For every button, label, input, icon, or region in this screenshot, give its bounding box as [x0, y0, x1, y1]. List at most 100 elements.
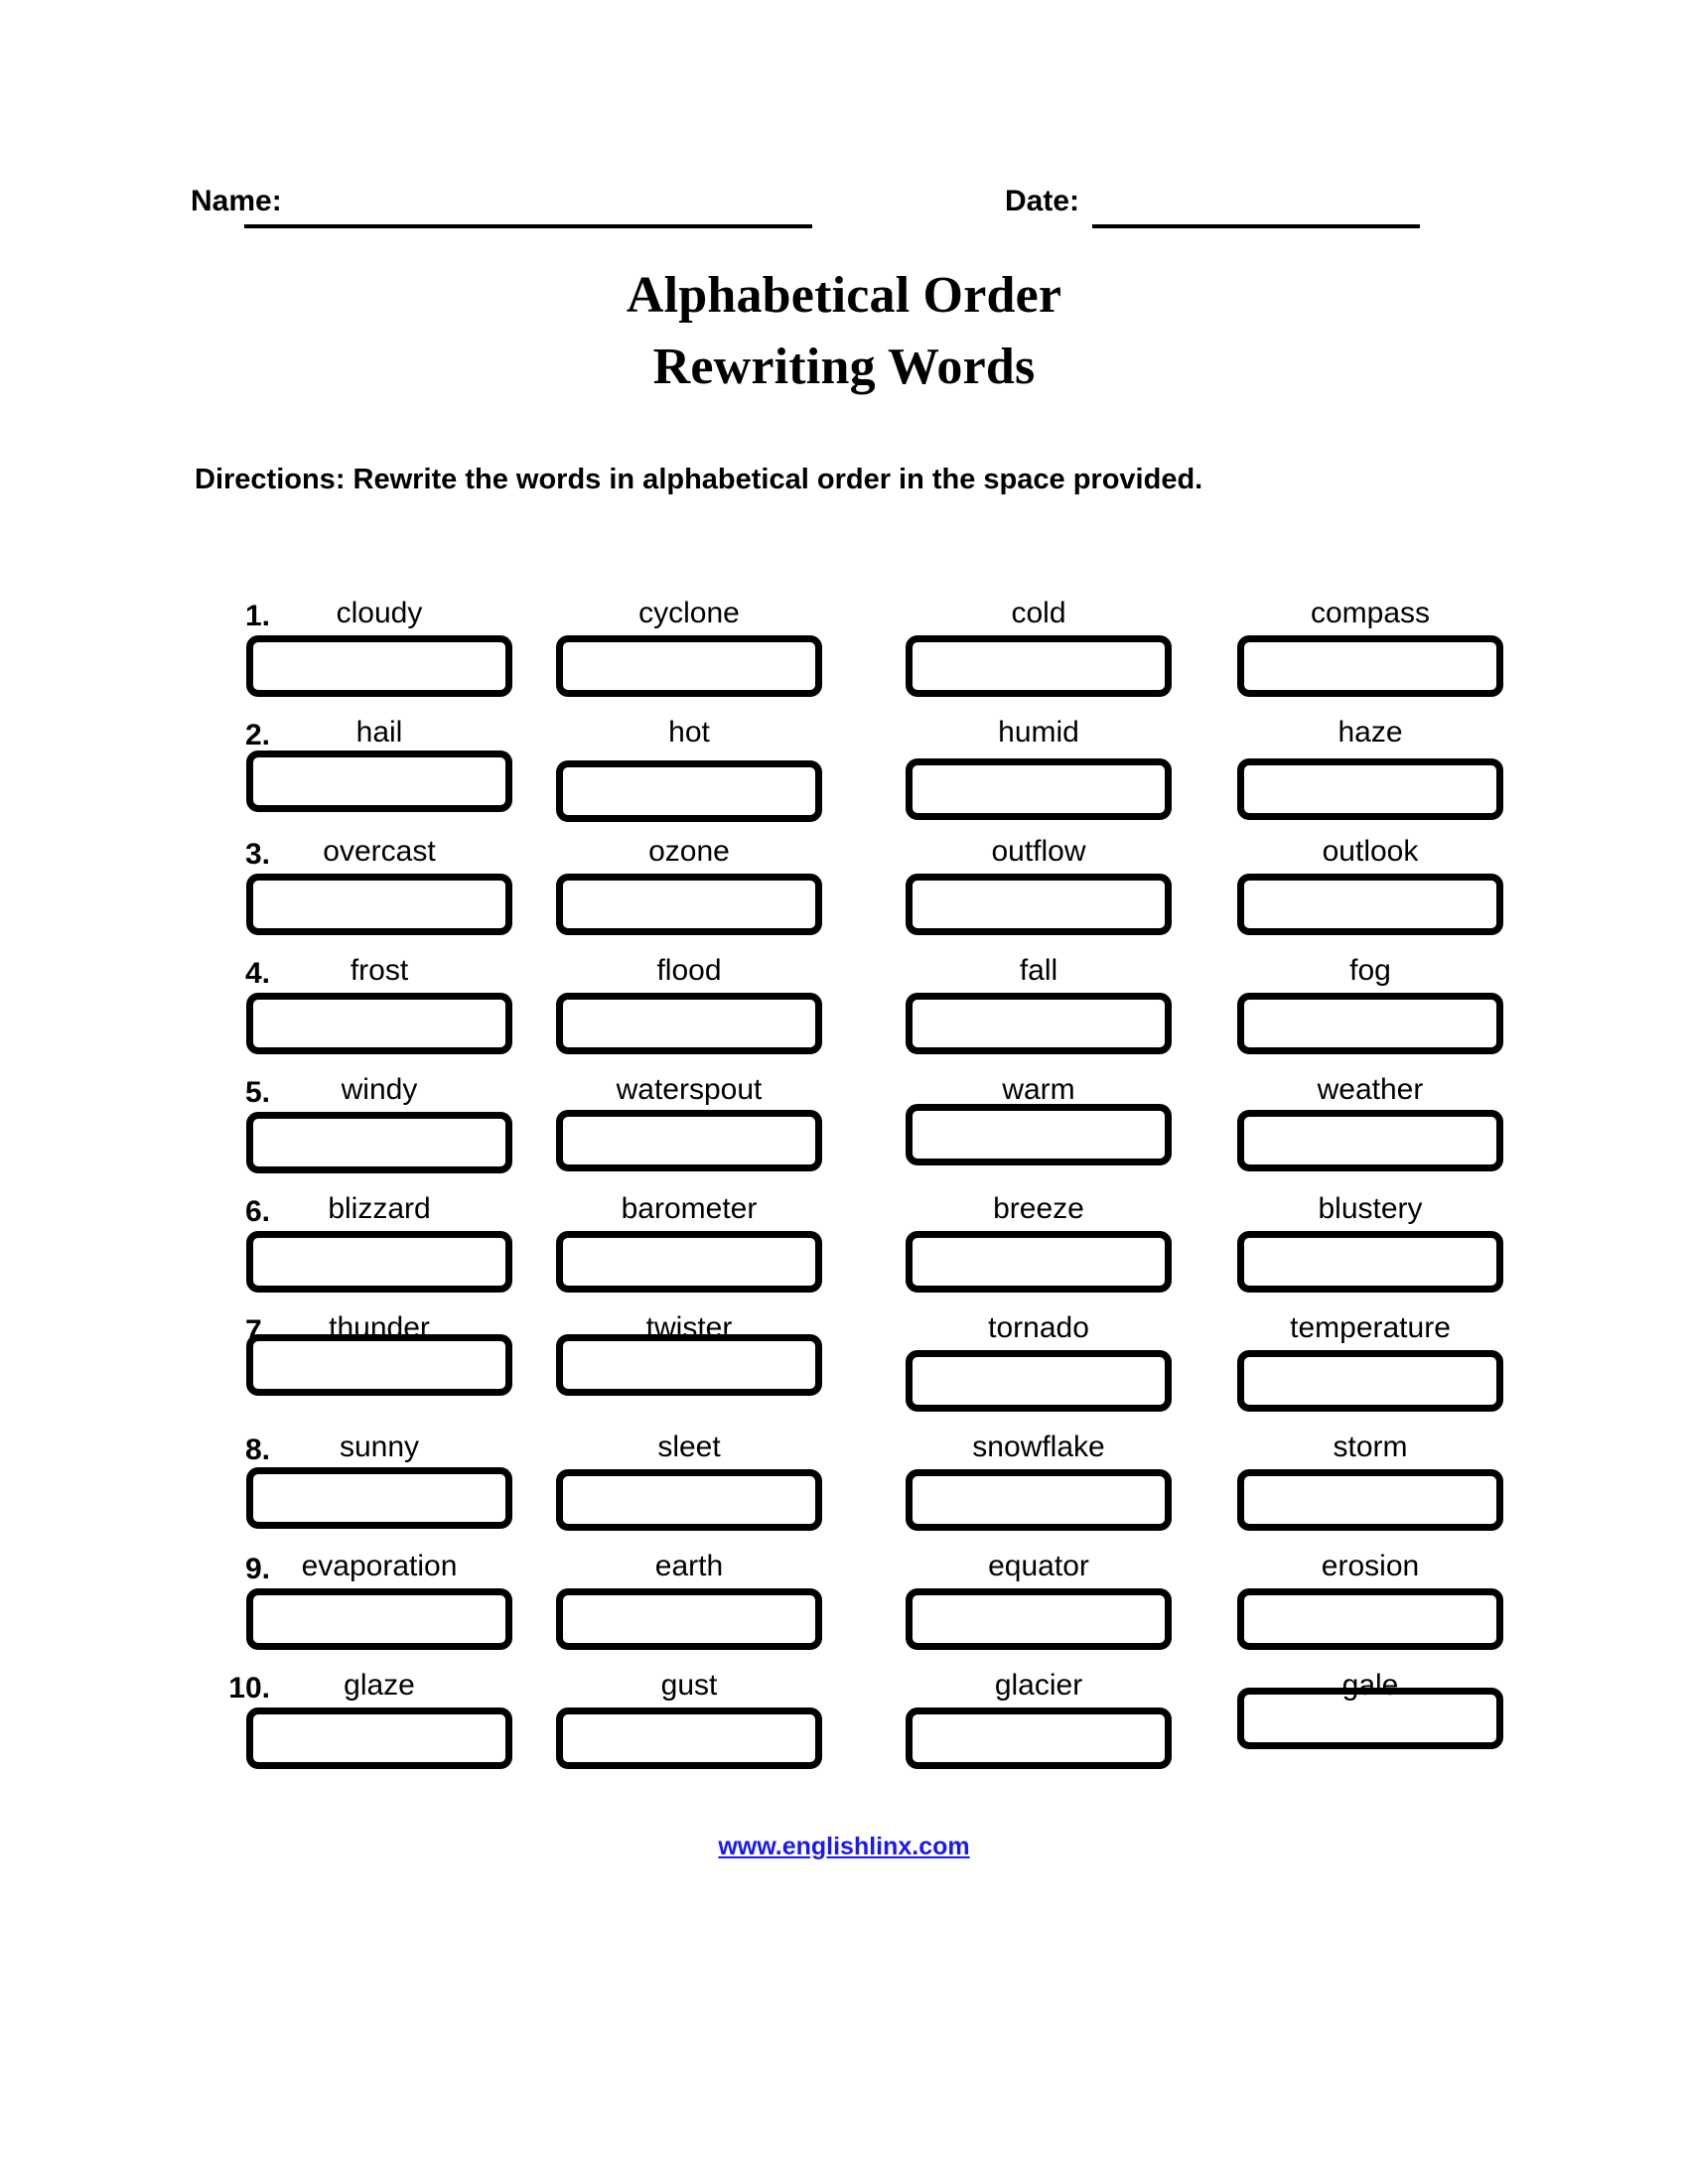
answer-box[interactable] [906, 1469, 1172, 1531]
answer-box[interactable] [1237, 1231, 1503, 1293]
row-number: 3. [244, 838, 270, 871]
word-label: windy [341, 1073, 418, 1106]
word-label: glacier [994, 1669, 1083, 1702]
name-write-line[interactable] [244, 224, 812, 228]
word-label: hot [668, 716, 710, 749]
answer-box[interactable] [906, 993, 1172, 1054]
exercise-row: 9. evaporation earth equator erosion [0, 1545, 1688, 1664]
answer-box[interactable] [246, 751, 512, 812]
answer-box[interactable] [906, 874, 1172, 935]
word-label: evaporation [301, 1550, 458, 1582]
word-label: storm [1333, 1431, 1408, 1463]
word-label: frost [350, 954, 409, 987]
word-label: snowflake [972, 1431, 1105, 1463]
word-label: humid [998, 716, 1079, 749]
word-label: earth [654, 1550, 724, 1582]
word-label: blizzard [328, 1192, 431, 1225]
answer-box[interactable] [246, 1707, 512, 1769]
source-website-link[interactable]: www.englishlinx.com [718, 1833, 970, 1860]
answer-box[interactable] [556, 1707, 822, 1769]
footer: www.englishlinx.com [0, 1833, 1688, 1861]
answer-box[interactable] [1237, 1110, 1503, 1171]
answer-box[interactable] [556, 1588, 822, 1650]
word-label: hail [355, 716, 403, 749]
row-number: 1. [244, 600, 270, 632]
word-label: flood [656, 954, 722, 987]
answer-box[interactable] [1237, 1688, 1503, 1749]
answer-box[interactable] [1237, 1350, 1503, 1412]
student-info-row: Name: Date: [0, 185, 1688, 240]
word-label: compass [1310, 597, 1431, 629]
page-title: Alphabetical Order Rewriting Words [0, 260, 1688, 403]
word-label: glaze [344, 1669, 415, 1702]
answer-box[interactable] [246, 1112, 512, 1173]
answer-box[interactable] [906, 1350, 1172, 1412]
answer-box[interactable] [1237, 635, 1503, 697]
answer-box[interactable] [1237, 758, 1503, 820]
word-label: cloudy [336, 597, 423, 629]
title-line-1: Alphabetical Order [626, 267, 1062, 324]
answer-box[interactable] [906, 1104, 1172, 1165]
exercise-row: 10. glaze gust glacier gale [0, 1664, 1688, 1783]
answer-box[interactable] [906, 1231, 1172, 1293]
answer-box[interactable] [246, 874, 512, 935]
answer-box[interactable] [556, 635, 822, 697]
word-label: gust [660, 1669, 718, 1702]
date-label: Date: [1005, 185, 1080, 217]
answer-box[interactable] [906, 1588, 1172, 1650]
answer-box[interactable] [556, 1334, 822, 1396]
word-label: sleet [657, 1431, 721, 1463]
answer-box[interactable] [246, 635, 512, 697]
answer-box[interactable] [246, 1334, 512, 1396]
answer-box[interactable] [556, 993, 822, 1054]
word-label: overcast [323, 835, 436, 868]
answer-box[interactable] [906, 635, 1172, 697]
answer-box[interactable] [246, 1231, 512, 1293]
word-label: equator [988, 1550, 1089, 1582]
word-label: haze [1337, 716, 1403, 749]
answer-box[interactable] [1237, 874, 1503, 935]
answer-box[interactable] [906, 1707, 1172, 1769]
word-label: waterspout [616, 1073, 763, 1106]
word-label: ozone [648, 835, 730, 868]
answer-box[interactable] [1237, 993, 1503, 1054]
answer-box[interactable] [1237, 1588, 1503, 1650]
word-label: twister [645, 1311, 733, 1344]
answer-box[interactable] [556, 760, 822, 822]
answer-box[interactable] [556, 1231, 822, 1293]
answer-box[interactable] [1237, 1469, 1503, 1531]
word-label: cold [1011, 597, 1066, 629]
title-line-2: Rewriting Words [652, 339, 1036, 395]
word-label: gale [1341, 1669, 1399, 1702]
answer-box[interactable] [556, 1110, 822, 1171]
word-label: temperature [1290, 1311, 1451, 1344]
name-label: Name: [191, 185, 282, 217]
word-label: erosion [1321, 1550, 1420, 1582]
word-label: breeze [993, 1192, 1084, 1225]
answer-box[interactable] [906, 758, 1172, 820]
date-write-line[interactable] [1092, 224, 1420, 228]
answer-box[interactable] [246, 1588, 512, 1650]
answer-box[interactable] [556, 874, 822, 935]
directions-text: Directions: Rewrite the words in alphabe… [195, 464, 1203, 495]
word-label: fog [1349, 954, 1391, 987]
row-number: 10. [228, 1672, 270, 1705]
row-number: 5. [244, 1076, 270, 1109]
answer-box[interactable] [246, 1467, 512, 1529]
row-number: 9. [244, 1553, 270, 1585]
answer-box[interactable] [556, 1469, 822, 1531]
word-label: tornado [988, 1311, 1089, 1344]
word-label: outflow [991, 835, 1086, 868]
word-label: warm [1002, 1073, 1075, 1106]
answer-box[interactable] [246, 993, 512, 1054]
word-label: barometer [621, 1192, 758, 1225]
row-number: 4. [244, 957, 270, 990]
word-label: blustery [1318, 1192, 1423, 1225]
